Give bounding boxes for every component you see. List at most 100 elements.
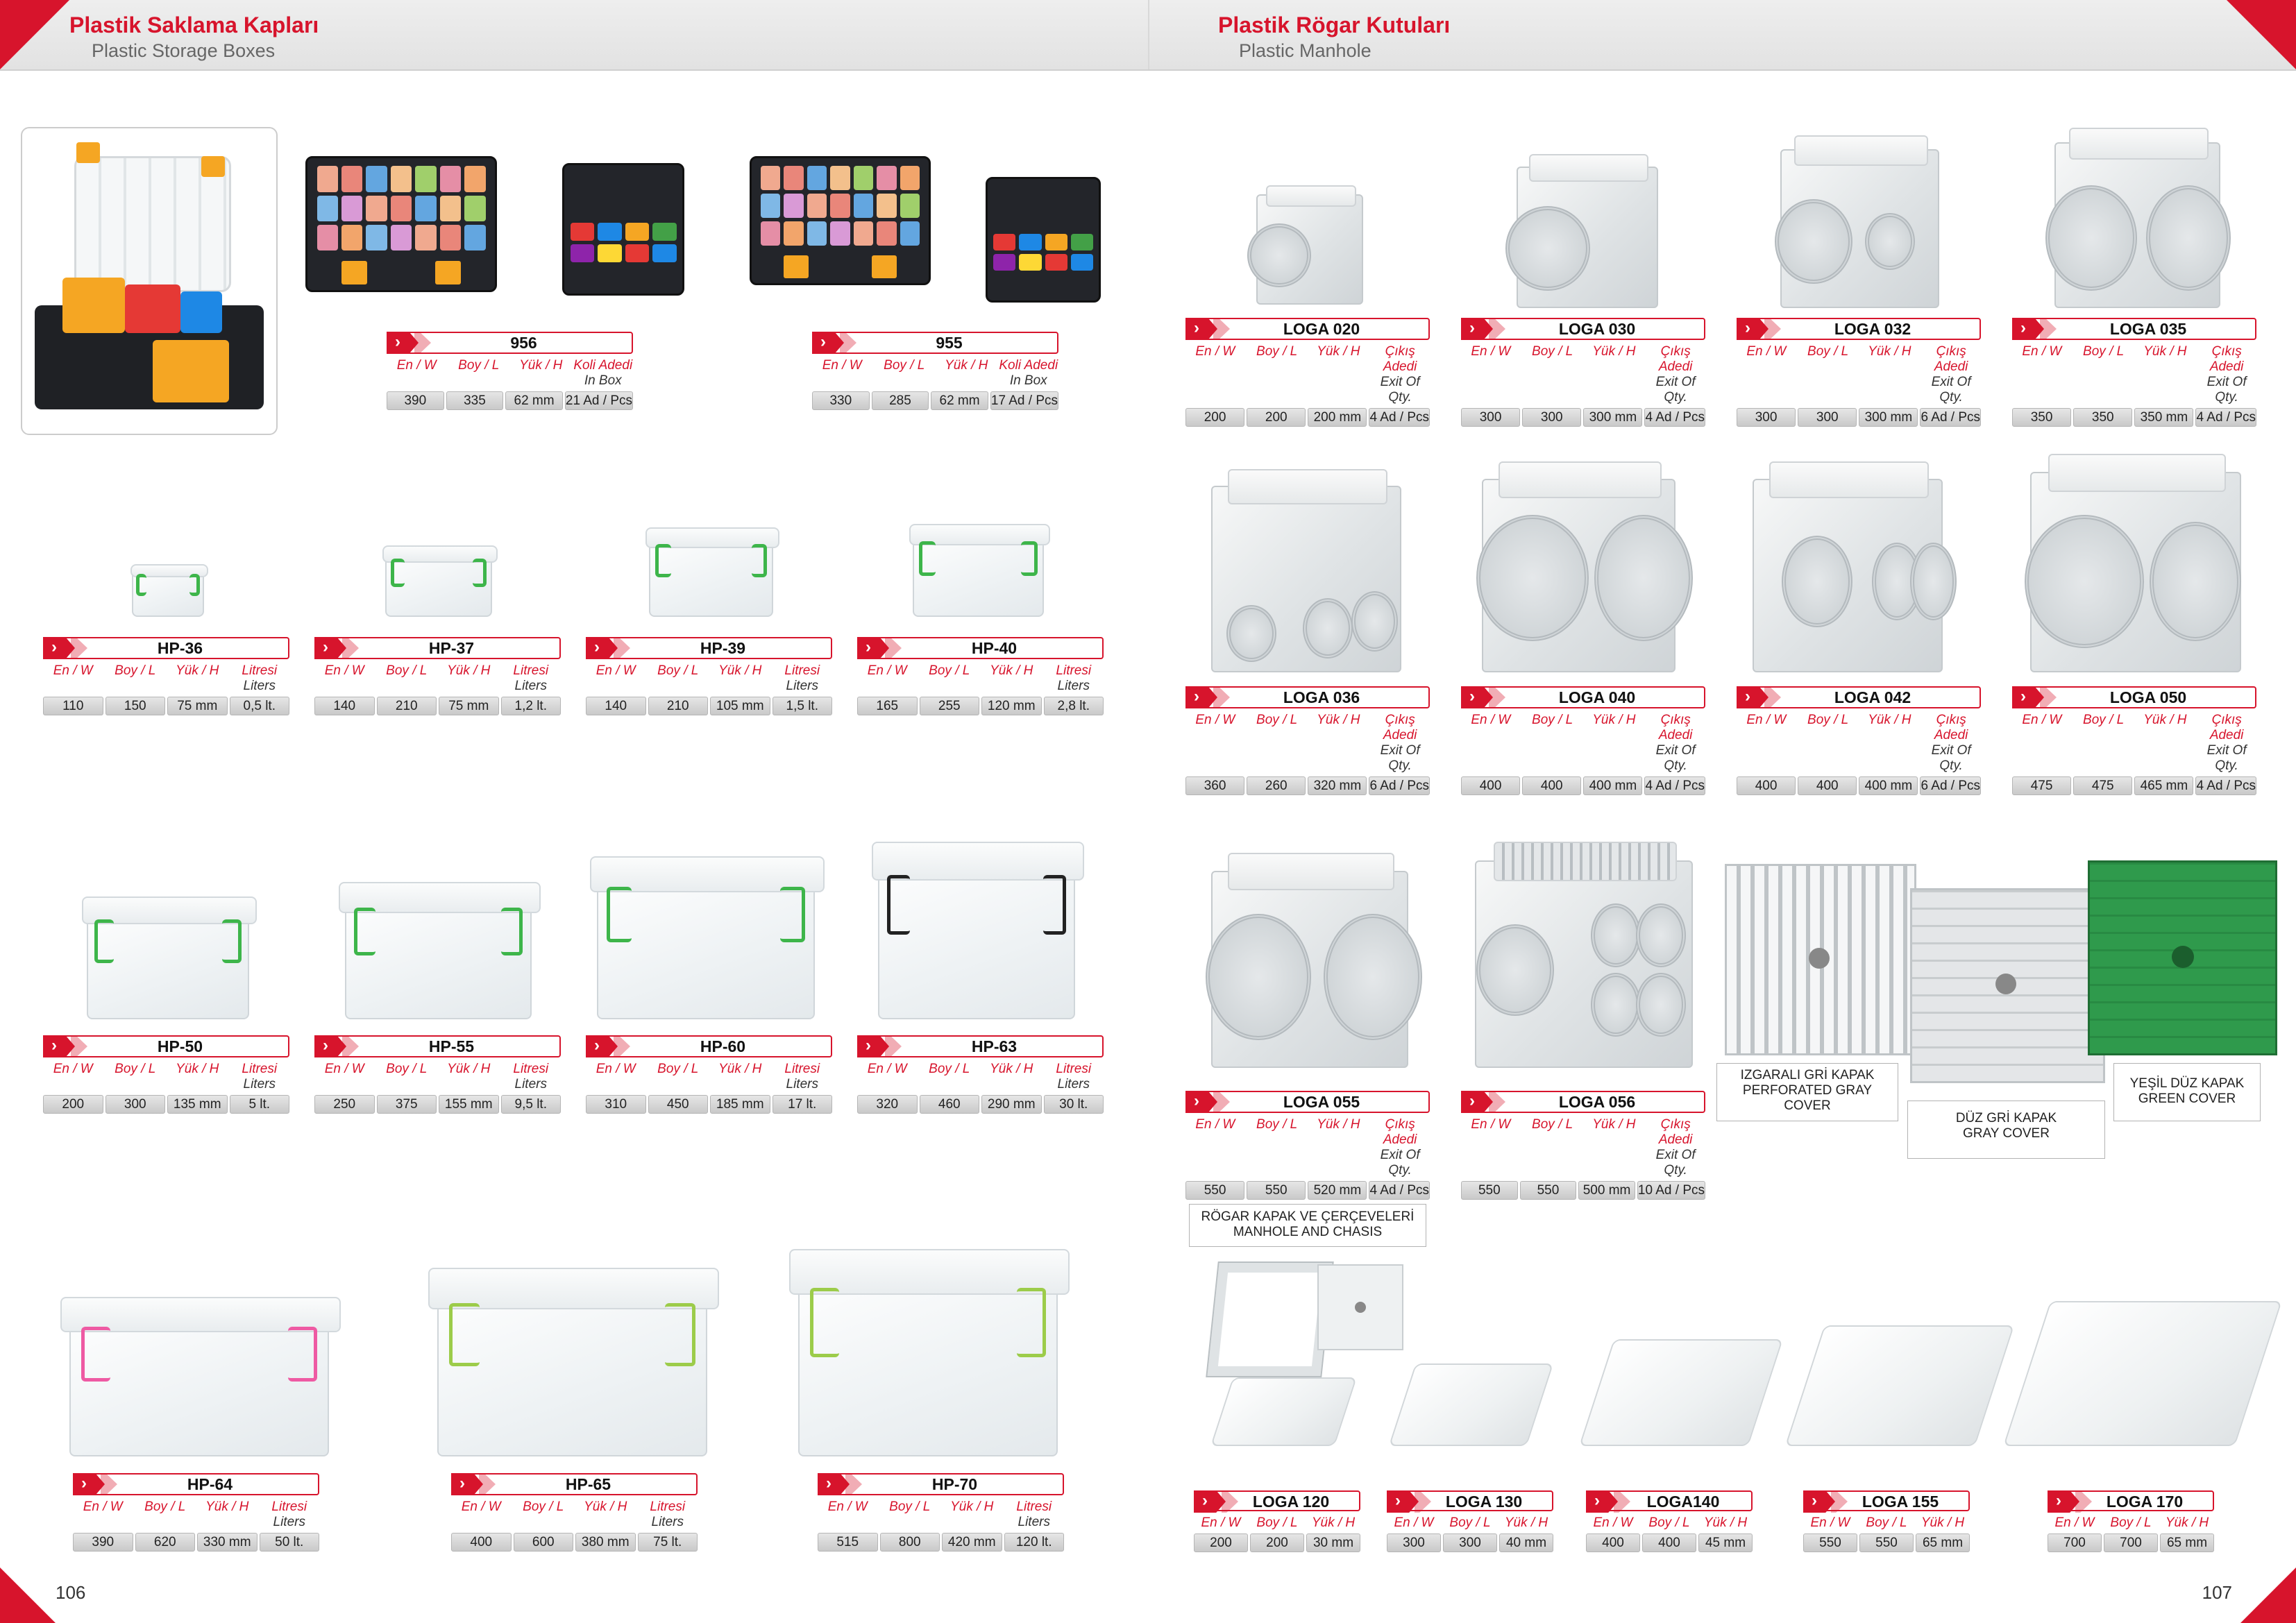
width-value: 330 [812,391,870,410]
extra-value: 17 lt. [772,1095,832,1114]
height-label: Yük / H [1868,713,1911,727]
length-label: Boy / L [1532,713,1573,727]
height-label: Yük / H [2143,713,2187,727]
product-name-box: ›HP-50 [43,1035,289,1057]
product-name: HP-60 [700,1037,746,1055]
product-name-box: ›HP-64 [73,1473,319,1495]
length-label: Boy / L [1256,344,1298,359]
length-label: Boy / L [1256,713,1298,727]
height-value: 30 mm [1306,1533,1360,1552]
extra-value: 2,8 lt. [1043,697,1104,715]
width-label: En / W [1195,344,1235,359]
organizer-955-open-image [986,177,1101,303]
height-value: 40 mm [1499,1533,1553,1552]
width-label: En / W [1746,713,1787,727]
width-value: 140 [314,697,375,715]
cover-handle-icon [1809,948,1830,969]
product-name: LOGA 170 [2106,1493,2184,1511]
box-image-hp-39 [645,527,779,617]
chevron-right-icon: › [1461,1091,1493,1113]
extra-value: 6 Ad / Pcs [1920,408,1982,427]
chevron-right-icon: › [314,637,346,659]
length-value: 300 [1798,408,1857,427]
width-label: En / W [324,1062,364,1076]
product-name-box: ›HP-70 [818,1473,1064,1495]
length-label: Boy / L [1256,1515,1298,1530]
width-label: En / W [1593,1515,1633,1530]
width-value: 310 [586,1095,646,1114]
width-label: En / W [1471,713,1511,727]
length-label: Boy / L [386,663,428,678]
height-value: 290 mm [981,1095,1042,1114]
width-value: 700 [2048,1533,2102,1552]
chevron-right-icon: › [2012,686,2044,708]
product-name: HP-55 [428,1037,475,1055]
chevron-right-icon: › [1185,318,1217,340]
width-value: 200 [1185,408,1245,427]
width-value: 390 [73,1533,133,1552]
extra-value: 5 lt. [229,1095,289,1114]
manhole-image-loga-030 [1505,154,1658,308]
product-name: LOGA 120 [1252,1493,1330,1511]
length-value: 285 [871,391,929,410]
product-name-box: ›LOGA 032 [1737,318,1981,340]
chevron-right-icon: › [1461,686,1493,708]
height-value: 200 mm [1308,408,1367,427]
length-label: Boy / L [889,1499,931,1514]
width-value: 550 [1803,1533,1857,1552]
chevron-right-icon: › [1185,1091,1217,1113]
height-value: 120 mm [981,697,1042,715]
width-label: En / W [867,1062,907,1076]
height-label: Yük / H [945,358,988,373]
organizer-tray-image [35,278,264,409]
box-image-hp-50 [81,897,258,1019]
length-label: Boy / L [144,1499,186,1514]
width-label: En / W [461,1499,501,1514]
length-value: 550 [1519,1181,1577,1200]
corner-decoration-bottom-right [2240,1567,2296,1623]
height-label: Yük / H [718,1062,762,1076]
height-value: 105 mm [710,697,770,715]
width-value: 400 [1461,776,1521,795]
height-value: 400 mm [1583,776,1643,795]
header-divider [1148,0,1149,69]
product-name: LOGA 050 [2109,688,2187,706]
length-value: 210 [376,697,437,715]
height-label: Yük / H [1592,1117,1636,1132]
length-value: 350 [2073,408,2133,427]
box-image-hp-63 [871,841,1085,1019]
lid-image-loga-155 [1784,1325,2015,1446]
height-value: 330 mm [197,1533,258,1552]
product-name-box: ›LOGA 155 [1803,1490,1970,1513]
length-value: 475 [2073,776,2133,795]
product-name: LOGA 042 [1834,688,1911,706]
extra-value: 50 lt. [259,1533,319,1552]
height-label: Yük / H [990,1062,1033,1076]
height-label: Yük / H [447,663,491,678]
box-image-hp-70 [789,1249,1070,1456]
length-label: Boy / L [115,1062,156,1076]
green-cover-image [2088,860,2277,1055]
width-value: 400 [451,1533,512,1552]
height-value: 520 mm [1308,1181,1367,1200]
length-label: Boy / L [458,358,500,373]
chevron-right-icon: › [1387,1490,1419,1513]
